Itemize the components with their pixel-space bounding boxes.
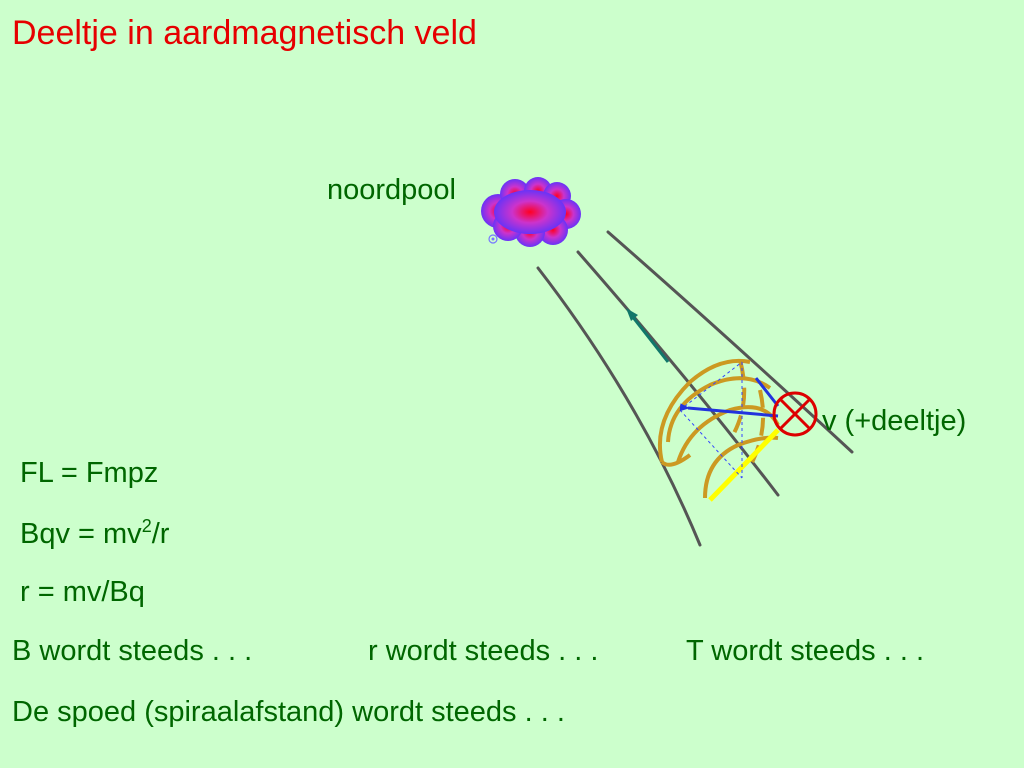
question-b: B wordt steeds . . . [12,635,253,667]
question-r: r wordt steeds . . . [368,635,599,667]
teal-direction-arrow [626,308,670,363]
velocity-label: v (+deeltje) [822,405,967,437]
force-arrow [679,377,780,418]
question-t: T wordt steeds . . . [686,635,925,667]
field-line [606,230,854,454]
field-lines [536,230,854,547]
eq2-main: Bqv = mv [20,518,142,550]
eq2-superscript: 2 [141,516,152,536]
page-title: Deeltje in aardmagnetisch veld [12,14,477,52]
equation-radius: r = mv/Bq [20,576,145,608]
equation-centripetal: Bqv = mv2/r [20,516,169,551]
field-line [536,266,702,547]
velocity-into-page-icon [772,391,818,437]
cloud-north-pole-icon [481,177,581,247]
eq2-tail: /r [151,518,170,550]
north-pole-label: noordpool [327,174,456,206]
field-line [576,250,780,497]
question-pitch: De spoed (spiraalafstand) wordt steeds .… [12,696,565,728]
equation-force-balance: FL = Fmpz [20,457,159,489]
spiral-path [657,358,780,502]
